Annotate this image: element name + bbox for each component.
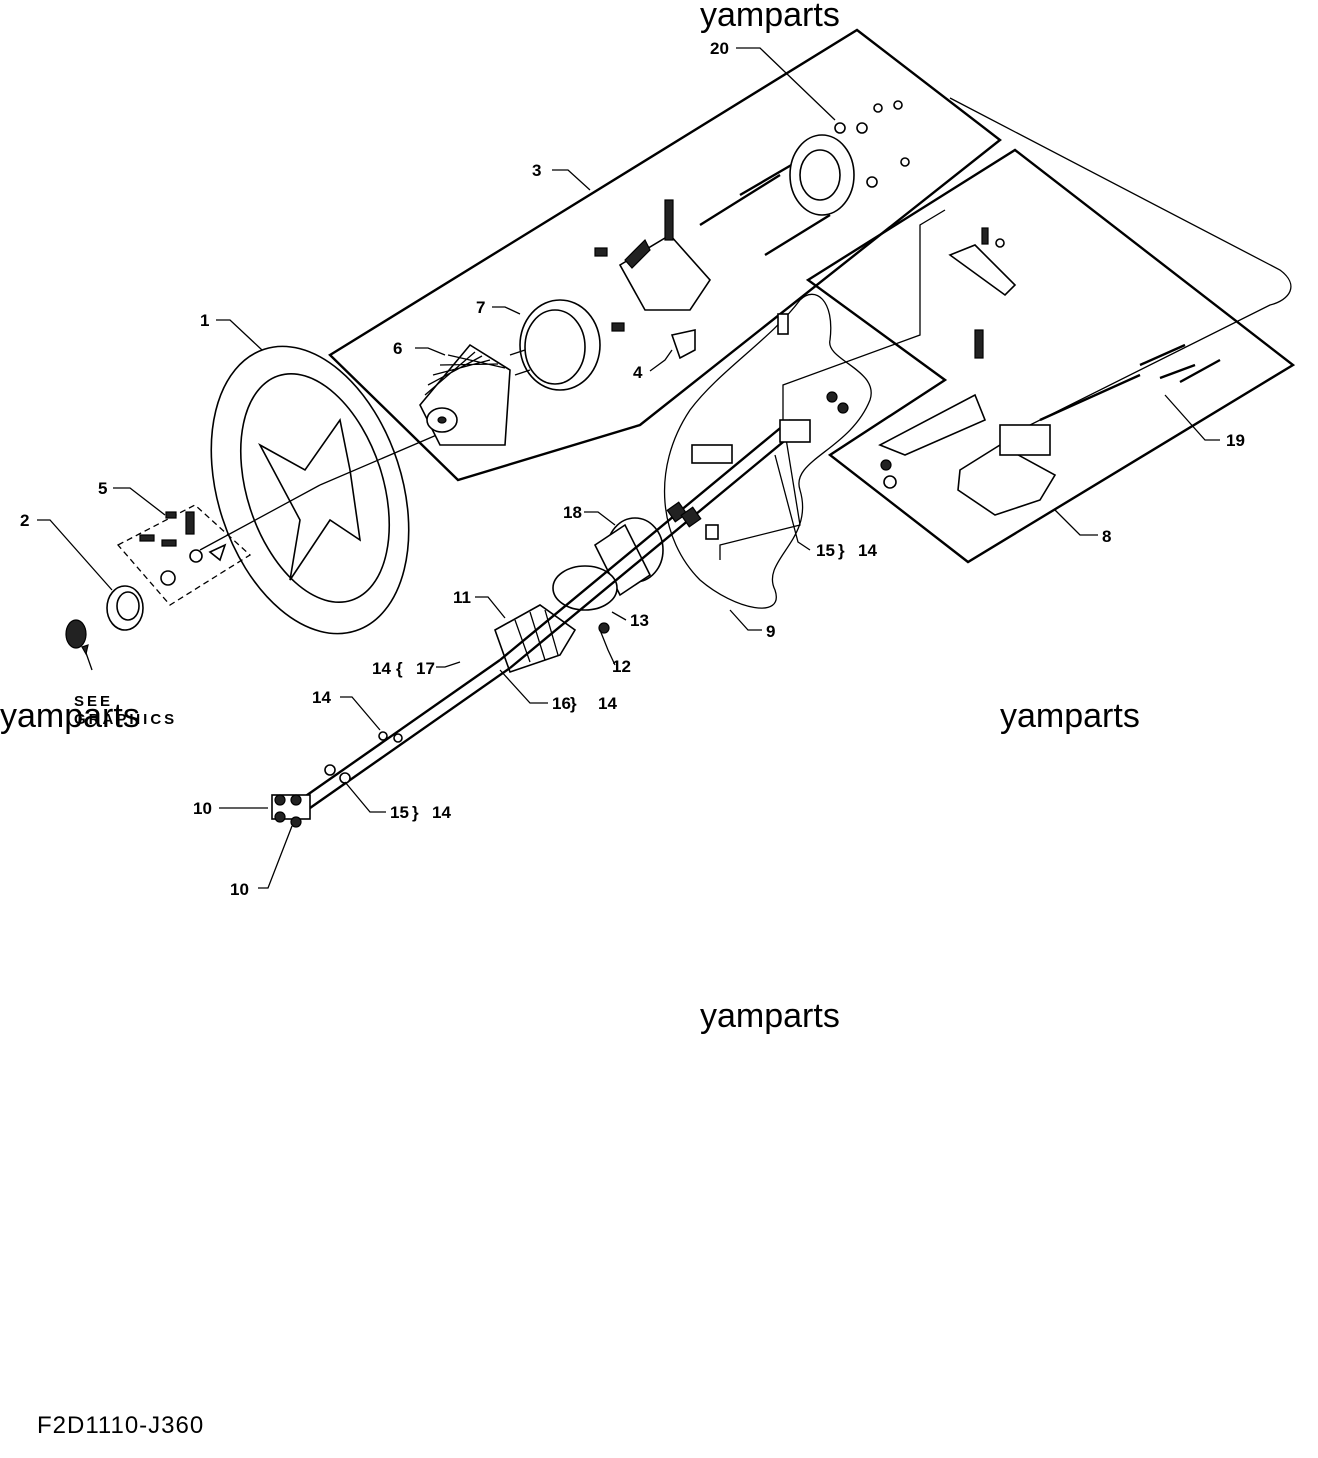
leader-8-ext	[949, 97, 1292, 441]
callout-4: 4	[633, 363, 643, 382]
steering-wheel-icon	[199, 345, 461, 635]
callout-11: 11	[453, 588, 471, 607]
callout-12: 12	[612, 657, 631, 676]
callout-18: 18	[563, 503, 582, 522]
cable-icon	[299, 419, 801, 809]
watermark-top: yamparts	[700, 0, 840, 34]
bolts-icon	[139, 511, 227, 586]
callout-14-mid: 14	[372, 659, 391, 678]
watermark-left: yamparts	[0, 697, 140, 735]
callout-16: 16	[552, 694, 571, 713]
callout-5: 5	[98, 479, 107, 498]
group-outline-9	[663, 293, 872, 609]
callout-8: 8	[1102, 527, 1111, 546]
callout-14-lower: 14	[432, 803, 451, 822]
brace-16-14: }	[570, 694, 577, 713]
cable-mount-icon	[691, 313, 849, 540]
tube-boot-icon	[494, 604, 610, 674]
callout-14-right: 14	[598, 694, 617, 713]
group-box-sub	[719, 209, 946, 560]
callout-19: 19	[1226, 431, 1245, 450]
watermark-right: yamparts	[1000, 697, 1140, 735]
brace-15-14-lower: }	[412, 803, 419, 822]
callout-10-lower: 10	[230, 880, 249, 899]
watermark-bottom: yamparts	[700, 997, 840, 1035]
callout-2: 2	[20, 511, 29, 530]
callout-1: 1	[200, 311, 209, 330]
callout-6: 6	[393, 339, 402, 358]
hardware-box-5	[116, 504, 252, 606]
clip-icon	[670, 329, 696, 360]
bellow-icon	[552, 517, 664, 611]
callout-15-lower: 15	[390, 803, 409, 822]
callout-17: 17	[416, 659, 435, 678]
leader-lines	[37, 47, 1220, 889]
flange-icon	[789, 100, 910, 216]
callout-14-left: 14	[312, 688, 331, 707]
callout-7: 7	[476, 298, 485, 317]
end-fitting-icon	[271, 794, 311, 828]
center-cap-icon	[65, 585, 144, 671]
callout-15-upper: 15	[816, 541, 835, 560]
steering-bracket-icon	[878, 227, 1221, 516]
brace-14-17: {	[396, 659, 403, 678]
callout-13: 13	[630, 611, 649, 630]
helm-mechanism-icon	[594, 158, 831, 332]
callout-20: 20	[710, 39, 729, 58]
diagram-code: F2D1110-J360	[37, 1412, 204, 1439]
group-box-8	[805, 148, 1296, 564]
callout-3: 3	[532, 161, 541, 180]
hub-cone-icon	[419, 343, 511, 446]
see-graphics-line2: GRAPHICS	[74, 711, 177, 728]
callout-9: 9	[766, 622, 775, 641]
callout-14-upper: 14	[858, 541, 877, 560]
see-graphics-line1: SEE	[74, 693, 113, 710]
adapter-ring-icon	[509, 299, 601, 391]
group-box-3	[328, 28, 1002, 482]
brace-15-14-upper: }	[838, 541, 845, 560]
callout-10-upper: 10	[193, 799, 212, 818]
